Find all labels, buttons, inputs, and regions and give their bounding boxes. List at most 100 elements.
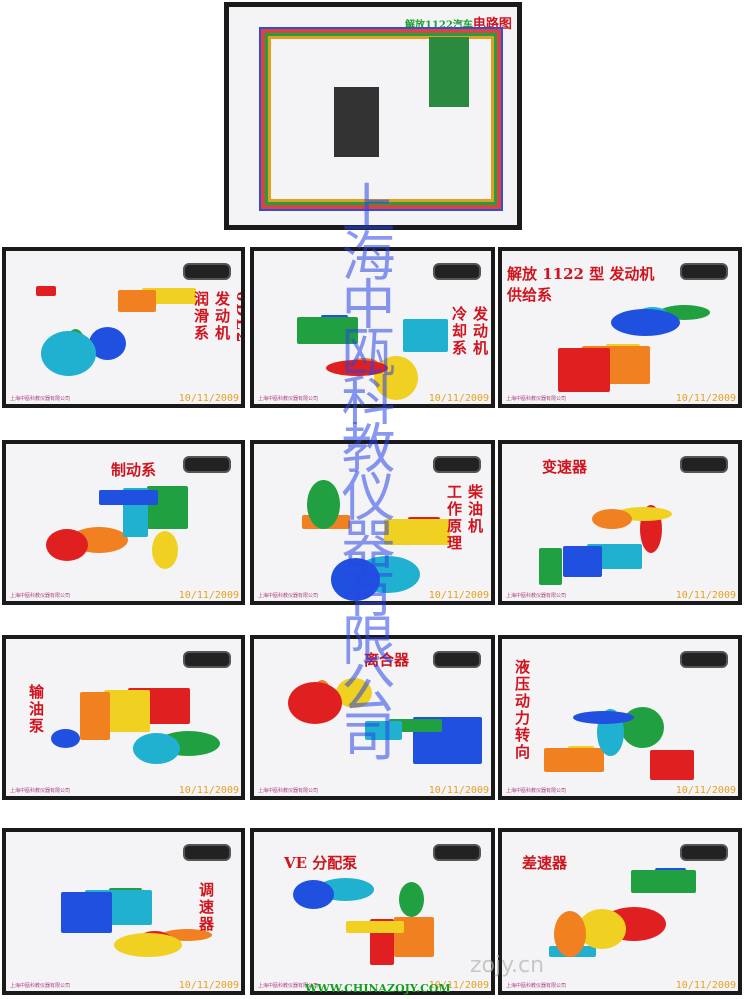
company-watermark: 上海中瓯科教仪器有限公司 (332, 180, 395, 756)
panel-title: 输油泵 (26, 684, 47, 735)
handle (680, 651, 728, 668)
model-panel: VE 分配泵上海中瓯科教仪器有限公司 10/11/2009 (250, 828, 495, 995)
diagram-part (611, 309, 680, 336)
panel-title: 发动机冷却系 (449, 306, 491, 357)
title-line: 冷却系 (450, 306, 468, 357)
instrument-cluster (334, 87, 379, 157)
handle (433, 844, 481, 861)
date-stamp: 10/11/2009 (675, 393, 736, 404)
model-panel: 柴油机工作原理上海中瓯科教仪器有限公司 10/11/2009 (250, 440, 495, 605)
company-label: 上海中瓯科教仪器有限公司 (506, 396, 567, 402)
diagram-part (36, 286, 56, 296)
date-stamp: 10/11/2009 (428, 590, 489, 601)
handle (183, 844, 231, 861)
date-stamp: 10/11/2009 (428, 980, 489, 991)
panel-title: 离合器 (364, 649, 409, 670)
model-panel: 离合器上海中瓯科教仪器有限公司 10/11/2009 (250, 635, 495, 800)
handle (680, 844, 728, 861)
diagram-part (104, 690, 150, 732)
diagram-part (41, 331, 96, 376)
diagram-part (403, 319, 448, 352)
date-stamp: 10/11/2009 (178, 590, 239, 601)
handle (183, 456, 231, 473)
diagram-part (297, 317, 358, 344)
model-panel: 调速器上海中瓯科教仪器有限公司 10/11/2009 (2, 828, 245, 995)
company-label: 上海中瓯科教仪器有限公司 (10, 396, 71, 402)
title-line: 润滑系 (192, 291, 210, 342)
diagram-part (114, 933, 182, 957)
company-label: 上海中瓯科教仪器有限公司 (258, 788, 319, 794)
diagram-part (293, 880, 334, 909)
diagram-part (399, 882, 424, 917)
company-label: 上海中瓯科教仪器有限公司 (258, 593, 319, 599)
date-stamp: 10/11/2009 (428, 393, 489, 404)
handle (680, 456, 728, 473)
title-line: 6DE2 (233, 291, 245, 345)
diagram-part (365, 721, 402, 740)
diagram-part (99, 490, 158, 505)
diagram-part (326, 360, 388, 376)
panel-title: 解放 1122 型 发动机供给系 (507, 263, 654, 305)
model-panel: 解放 1122 型 发动机供给系上海中瓯科教仪器有限公司 10/11/2009 (498, 247, 742, 408)
company-label: 上海中瓯科教仪器有限公司 (258, 983, 319, 989)
diagram-part (573, 711, 634, 724)
title-line: 输油泵 (27, 684, 45, 735)
diagram-part (563, 546, 602, 577)
handle (183, 263, 231, 280)
date-stamp: 10/11/2009 (428, 785, 489, 796)
title-line: 调速器 (197, 882, 215, 933)
diagram-part (346, 921, 404, 933)
wiring (259, 27, 503, 211)
title-line: 发动机 (213, 291, 231, 342)
title-line: 液压动力转向 (513, 659, 531, 761)
diagram-part (539, 548, 562, 585)
diagram-part (384, 519, 450, 545)
company-label: 上海中瓯科教仪器有限公司 (10, 593, 71, 599)
title-line: 发动机 (471, 306, 489, 357)
diagram-part (389, 719, 442, 732)
title-line: 解放 1122 型 发动机 (507, 265, 655, 283)
diagram-part (288, 682, 342, 724)
date-stamp: 10/11/2009 (675, 785, 736, 796)
diagram-part (631, 870, 696, 893)
title-line: 供给系 (507, 286, 553, 304)
handle (433, 263, 481, 280)
diagram-part (544, 748, 604, 772)
website-text: WWW.CHINAZOJY.COM (305, 982, 451, 995)
faint-watermark: zojy.cn (470, 953, 545, 978)
diagram-part (578, 909, 626, 949)
title-line: 离合器 (364, 651, 410, 669)
diagram-part (558, 348, 610, 392)
panel-title: 变速器 (542, 456, 587, 477)
title-line: 差速器 (522, 854, 568, 872)
date-stamp: 10/11/2009 (675, 980, 736, 991)
diagram-part (331, 558, 380, 601)
diagram-part (46, 529, 88, 561)
circuit-diagram-panel: 解放1122汽车电路图 (224, 2, 522, 230)
title-line: 制动系 (111, 461, 157, 479)
model-panel: 制动系上海中瓯科教仪器有限公司 10/11/2009 (2, 440, 245, 605)
title-small: 解放1122汽车 (405, 20, 473, 31)
fuse-box (429, 37, 469, 107)
diagram-part (51, 729, 80, 748)
date-stamp: 10/11/2009 (178, 980, 239, 991)
diagram-part (554, 911, 586, 957)
diagram-part (152, 531, 178, 569)
company-label: 上海中瓯科教仪器有限公司 (10, 983, 71, 989)
panel-title: 柴油机工作原理 (444, 484, 486, 552)
date-stamp: 10/11/2009 (178, 393, 239, 404)
diagram-part (80, 692, 110, 740)
panel-title: 调速器 (196, 882, 217, 933)
panel-title: 差速器 (522, 852, 567, 873)
title-line: 柴油机 (466, 484, 484, 535)
handle (433, 651, 481, 668)
panel-title: VE 分配泵 (284, 852, 357, 873)
title-line: 变速器 (542, 458, 588, 476)
diagram-part (650, 750, 694, 780)
title-line: 工作原理 (445, 484, 463, 552)
company-label: 上海中瓯科教仪器有限公司 (258, 396, 319, 402)
